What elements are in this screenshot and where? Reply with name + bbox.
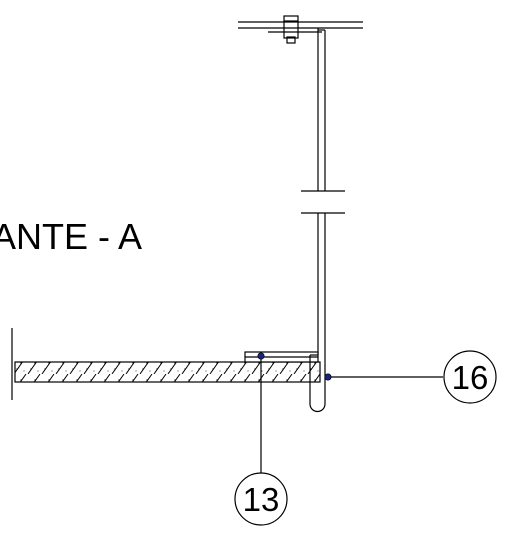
node-16 bbox=[324, 373, 332, 381]
hatched-slab bbox=[14, 361, 321, 383]
u-bend bbox=[309, 355, 326, 413]
top-bracket bbox=[238, 15, 363, 44]
break-symbol bbox=[301, 190, 345, 214]
vertical-hanger bbox=[317, 29, 326, 370]
section-label: ANTE - A bbox=[0, 216, 142, 257]
node-13 bbox=[257, 352, 265, 360]
callout-16-circle bbox=[443, 350, 497, 404]
callout-13-label: 13 bbox=[243, 481, 280, 518]
callout-16-label: 16 bbox=[452, 359, 489, 396]
angle-clip bbox=[244, 351, 319, 363]
callout-13-circle bbox=[234, 472, 288, 526]
